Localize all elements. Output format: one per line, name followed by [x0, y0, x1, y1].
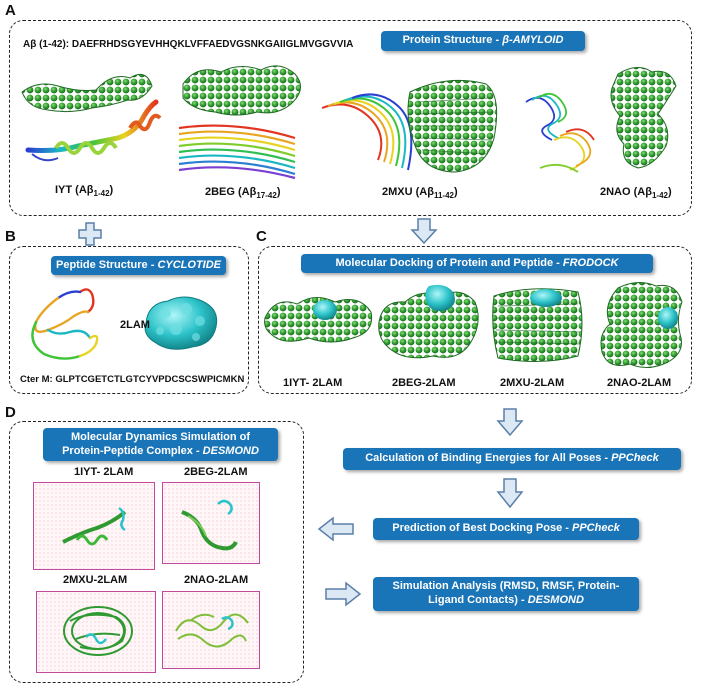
plus-icon: [78, 222, 102, 246]
panel-b-title: Peptide Structure - CYCLOTIDE: [51, 256, 226, 275]
panel-a-box: [9, 20, 692, 216]
2beg-label: 2BEG (Aβ17-42): [205, 186, 281, 201]
2lam-label: 2LAM: [120, 319, 150, 331]
right-arrow-icon: [325, 581, 362, 607]
2nao-structure-image: [525, 67, 677, 173]
2mxu-structure-image: [321, 79, 498, 173]
md-label-2: 2BEG-2LAM: [184, 466, 248, 478]
workflow-step-simulation-analysis: Simulation Analysis (RMSD, RMSF, Protein…: [373, 577, 639, 611]
docking-label-1: 1IYT- 2LAM: [283, 377, 343, 389]
2lam-structure-image: [31, 288, 99, 360]
md-box-2mxu-2lam: [36, 591, 156, 673]
md-box-1iyt-2lam: [33, 482, 155, 570]
md-label-4: 2NAO-2LAM: [184, 574, 249, 586]
md-complex-1iyt-image: [62, 506, 127, 546]
2mxu-label: 2MXU (Aβ11-42): [382, 186, 458, 201]
panel-d-title: Molecular Dynamics Simulation of Protein…: [43, 428, 278, 461]
panel-b-box: [9, 246, 249, 394]
md-box-2nao-2lam: [162, 591, 260, 669]
2mxu-2lam-complex-image: [492, 288, 583, 363]
2lam-surface-image: [144, 296, 218, 350]
down-arrow-icon: [410, 218, 438, 245]
1iyt-2lam-complex-image: [264, 297, 373, 343]
panel-letter-b: B: [5, 228, 16, 245]
docking-label-3: 2MXU-2LAM: [500, 377, 565, 389]
cyclotide-sequence: Cter M: GLPTCGETCTLGTCYVPDCSCSWPICMKN: [20, 374, 245, 385]
panel-a-title-em: β-AMYLOID: [502, 34, 564, 47]
panel-d-box: [9, 421, 304, 683]
panel-a-title: Protein Structure - β-AMYLOID: [381, 31, 585, 51]
panel-letter-c: C: [256, 228, 267, 245]
panel-a-title-main: Protein Structure -: [402, 34, 503, 47]
panel-c-box: [258, 246, 692, 394]
md-label-1: 1IYT- 2LAM: [74, 466, 134, 478]
iyt-structure-image: [21, 73, 162, 162]
md-box-2beg-2lam: [162, 482, 260, 564]
workflow-step-best-pose: Prediction of Best Docking Pose - PPChec…: [373, 518, 639, 540]
down-arrow-icon: [496, 408, 524, 437]
docking-label-4: 2NAO-2LAM: [607, 377, 672, 389]
md-label-3: 2MXU-2LAM: [63, 574, 128, 586]
2beg-2lam-complex-image: [378, 284, 479, 359]
workflow-step-binding-energies: Calculation of Binding Energies for All …: [343, 448, 681, 470]
panel-letter-a: A: [5, 2, 16, 19]
md-complex-2beg-image: [181, 499, 238, 551]
panel-c-title: Molecular Docking of Protein and Peptide…: [301, 254, 653, 273]
2nao-label: 2NAO (Aβ1-42): [600, 186, 672, 201]
2beg-structure-image: [178, 65, 301, 180]
md-complex-2mxu-image: [63, 606, 133, 656]
iyt-label: IYT (Aβ1-42): [55, 184, 114, 199]
docking-label-2: 2BEG-2LAM: [392, 377, 456, 389]
md-complex-2nao-image: [175, 613, 249, 648]
down-arrow-icon: [496, 478, 524, 509]
amyloid-sequence: Aβ (1-42): DAEFRHDSGYEVHHQKLVFFAEDVGSNKG…: [23, 39, 354, 50]
left-arrow-icon: [317, 516, 354, 542]
panel-letter-d: D: [5, 404, 16, 421]
2nao-2lam-complex-image: [600, 282, 683, 368]
